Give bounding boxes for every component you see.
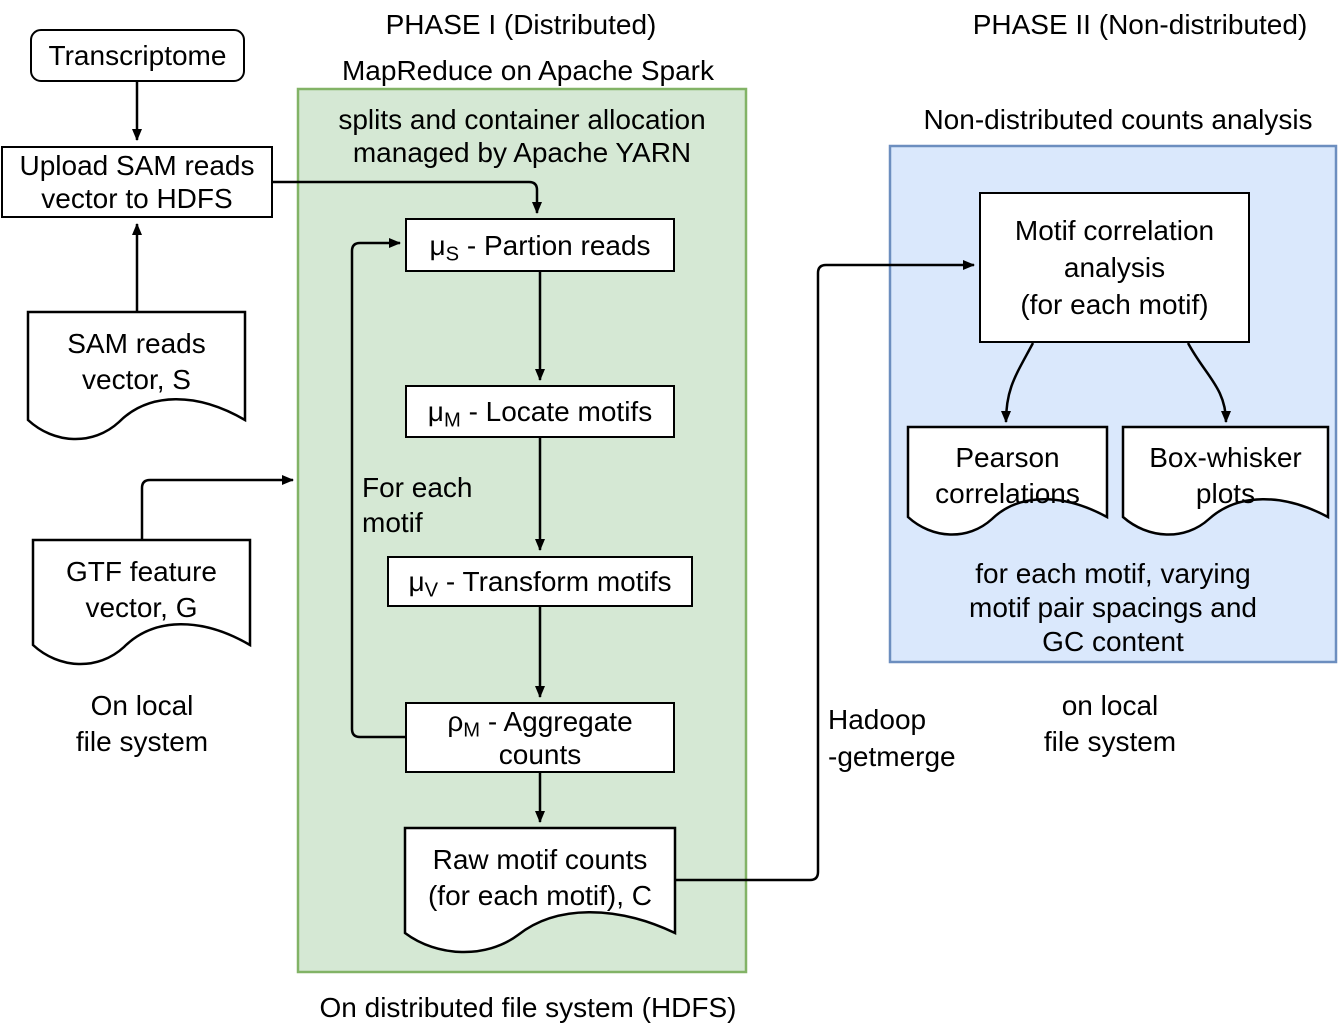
- boxwhisker-label: Box-whisker plots: [1149, 442, 1302, 509]
- sam-reads-label: SAM reads vector, S: [67, 328, 206, 395]
- varying-note: for each motif, varying motif pair spaci…: [969, 558, 1257, 657]
- motif-correlation-label: Motif correlation analysis (for each mot…: [1014, 215, 1215, 320]
- locate-motifs-node: μM- Locate motifs: [405, 385, 675, 438]
- pearson-doc: [906, 425, 1109, 536]
- arrow-loop-aggregate-to-partition: [350, 238, 405, 739]
- aggregate-counts-node: ρM- Aggregate counts: [405, 702, 675, 773]
- yarn-note: splits and container allocation managed …: [308, 103, 736, 169]
- phase1-subtitle: MapReduce on Apache Spark: [341, 55, 715, 86]
- arrow-raw-to-correlation: [675, 260, 975, 882]
- local-fs-right-label: on local file system: [1043, 690, 1177, 757]
- yarn-note-line1: splits and container allocation: [338, 104, 706, 135]
- transcriptome-label: Transcriptome: [48, 40, 227, 71]
- partition-reads-node: μS- Partion reads: [405, 218, 675, 272]
- yarn-note-line2: managed by Apache YARN: [352, 137, 692, 168]
- arrow-upload-to-partition: [273, 180, 542, 214]
- raw-counts-doc: [403, 826, 677, 954]
- loop-label: For each motif: [362, 472, 473, 538]
- motif-correlation-node: Motif correlation analysis (for each mot…: [979, 192, 1250, 343]
- aggregate-counts-label: ρM- Aggregate counts: [447, 705, 633, 770]
- upload-hdfs-label: Upload SAM reads vector to HDFS: [19, 150, 255, 214]
- arrow-gtf-to-phase1: [140, 475, 294, 540]
- partition-reads-label: μS- Partion reads: [429, 229, 651, 266]
- phase1-title: PHASE I (Distributed): [385, 9, 657, 40]
- arrow-correlation-to-pearson: [1001, 342, 1035, 423]
- gtf-feature-doc: [31, 538, 252, 666]
- gtf-feature-label: GTF feature vector, G: [66, 556, 217, 623]
- pearson-label: Pearson correlations: [935, 442, 1080, 509]
- transcriptome-node: Transcriptome: [30, 29, 245, 82]
- transform-motifs-node: μV- Transform motifs: [387, 556, 693, 607]
- phase2-subtitle: Non-distributed counts analysis: [923, 104, 1313, 135]
- sam-reads-doc: [26, 310, 247, 441]
- locate-motifs-label: μM- Locate motifs: [427, 396, 653, 432]
- transform-motifs-label: μV- Transform motifs: [408, 566, 672, 602]
- boxwhisker-doc: [1121, 425, 1330, 536]
- phase2-title: PHASE II (Non-distributed): [972, 9, 1308, 40]
- raw-counts-label: Raw motif counts (for each motif), C: [427, 844, 653, 911]
- local-fs-left-label: On local file system: [75, 690, 209, 757]
- upload-hdfs-node: Upload SAM reads vector to HDFS: [1, 146, 273, 218]
- hdfs-caption: On distributed file system (HDFS): [319, 992, 737, 1023]
- hadoop-getmerge-label: Hadoop -getmerge: [828, 704, 956, 772]
- arrow-correlation-to-boxwhisker: [1186, 342, 1231, 423]
